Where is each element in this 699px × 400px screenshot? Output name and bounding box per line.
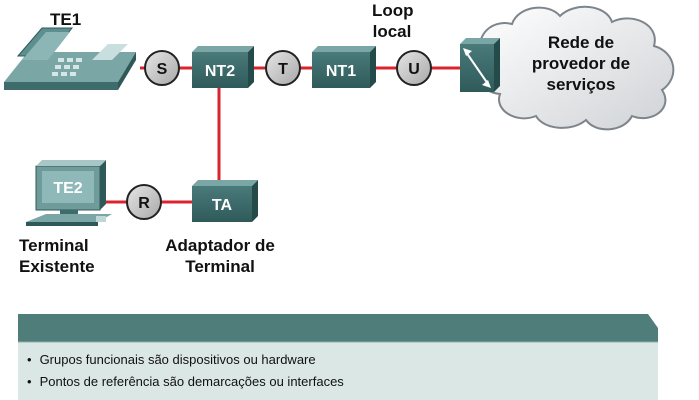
ta-box: TA bbox=[192, 180, 258, 222]
terminal-adapter-label: Adaptador de Terminal bbox=[150, 235, 290, 277]
notes-list: Grupos funcionais são dispositivos ou ha… bbox=[27, 349, 344, 393]
cloud-icon bbox=[476, 5, 675, 131]
nt1-box: NT1 bbox=[312, 46, 376, 88]
list-item: Grupos funcionais são dispositivos ou ha… bbox=[27, 349, 344, 371]
reference-label-t: T bbox=[278, 61, 288, 78]
cloud-label-line2: provedor de bbox=[531, 54, 631, 73]
ta-label: TA bbox=[212, 197, 233, 214]
terminal-adapter-line2: Terminal bbox=[185, 257, 255, 276]
nt2-label: NT2 bbox=[205, 63, 235, 80]
reference-point-r: R bbox=[126, 184, 162, 220]
reference-point-u: U bbox=[396, 50, 432, 86]
existing-terminal-label: Terminal Existente bbox=[19, 235, 95, 277]
te1-label: TE1 bbox=[50, 10, 82, 29]
nt2-box: NT2 bbox=[192, 46, 254, 88]
existing-terminal-line2: Existente bbox=[19, 257, 95, 276]
reference-label-u: U bbox=[408, 61, 420, 78]
phone-icon bbox=[4, 27, 136, 90]
nt1-label: NT1 bbox=[326, 63, 356, 80]
local-loop-label: Loop local bbox=[372, 0, 414, 42]
cloud-label: Rede de provedor de serviços bbox=[516, 32, 646, 95]
local-loop-line1: Loop bbox=[372, 1, 414, 20]
switch-icon bbox=[460, 38, 500, 92]
reference-label-r: R bbox=[138, 195, 150, 212]
cloud-label-line3: serviços bbox=[546, 75, 616, 94]
links bbox=[100, 66, 462, 204]
computer-icon: TE2 bbox=[26, 160, 112, 226]
terminal-adapter-line1: Adaptador de bbox=[165, 236, 275, 255]
cloud-label-line1: Rede de bbox=[547, 33, 615, 52]
te2-label: TE2 bbox=[53, 180, 82, 197]
existing-terminal-line1: Terminal bbox=[19, 236, 89, 255]
list-item: Pontos de referência são demarcações ou … bbox=[27, 371, 344, 393]
local-loop-line2: local bbox=[372, 22, 412, 41]
reference-point-s: S bbox=[144, 50, 180, 86]
reference-label-s: S bbox=[157, 61, 168, 78]
reference-point-t: T bbox=[265, 50, 301, 86]
